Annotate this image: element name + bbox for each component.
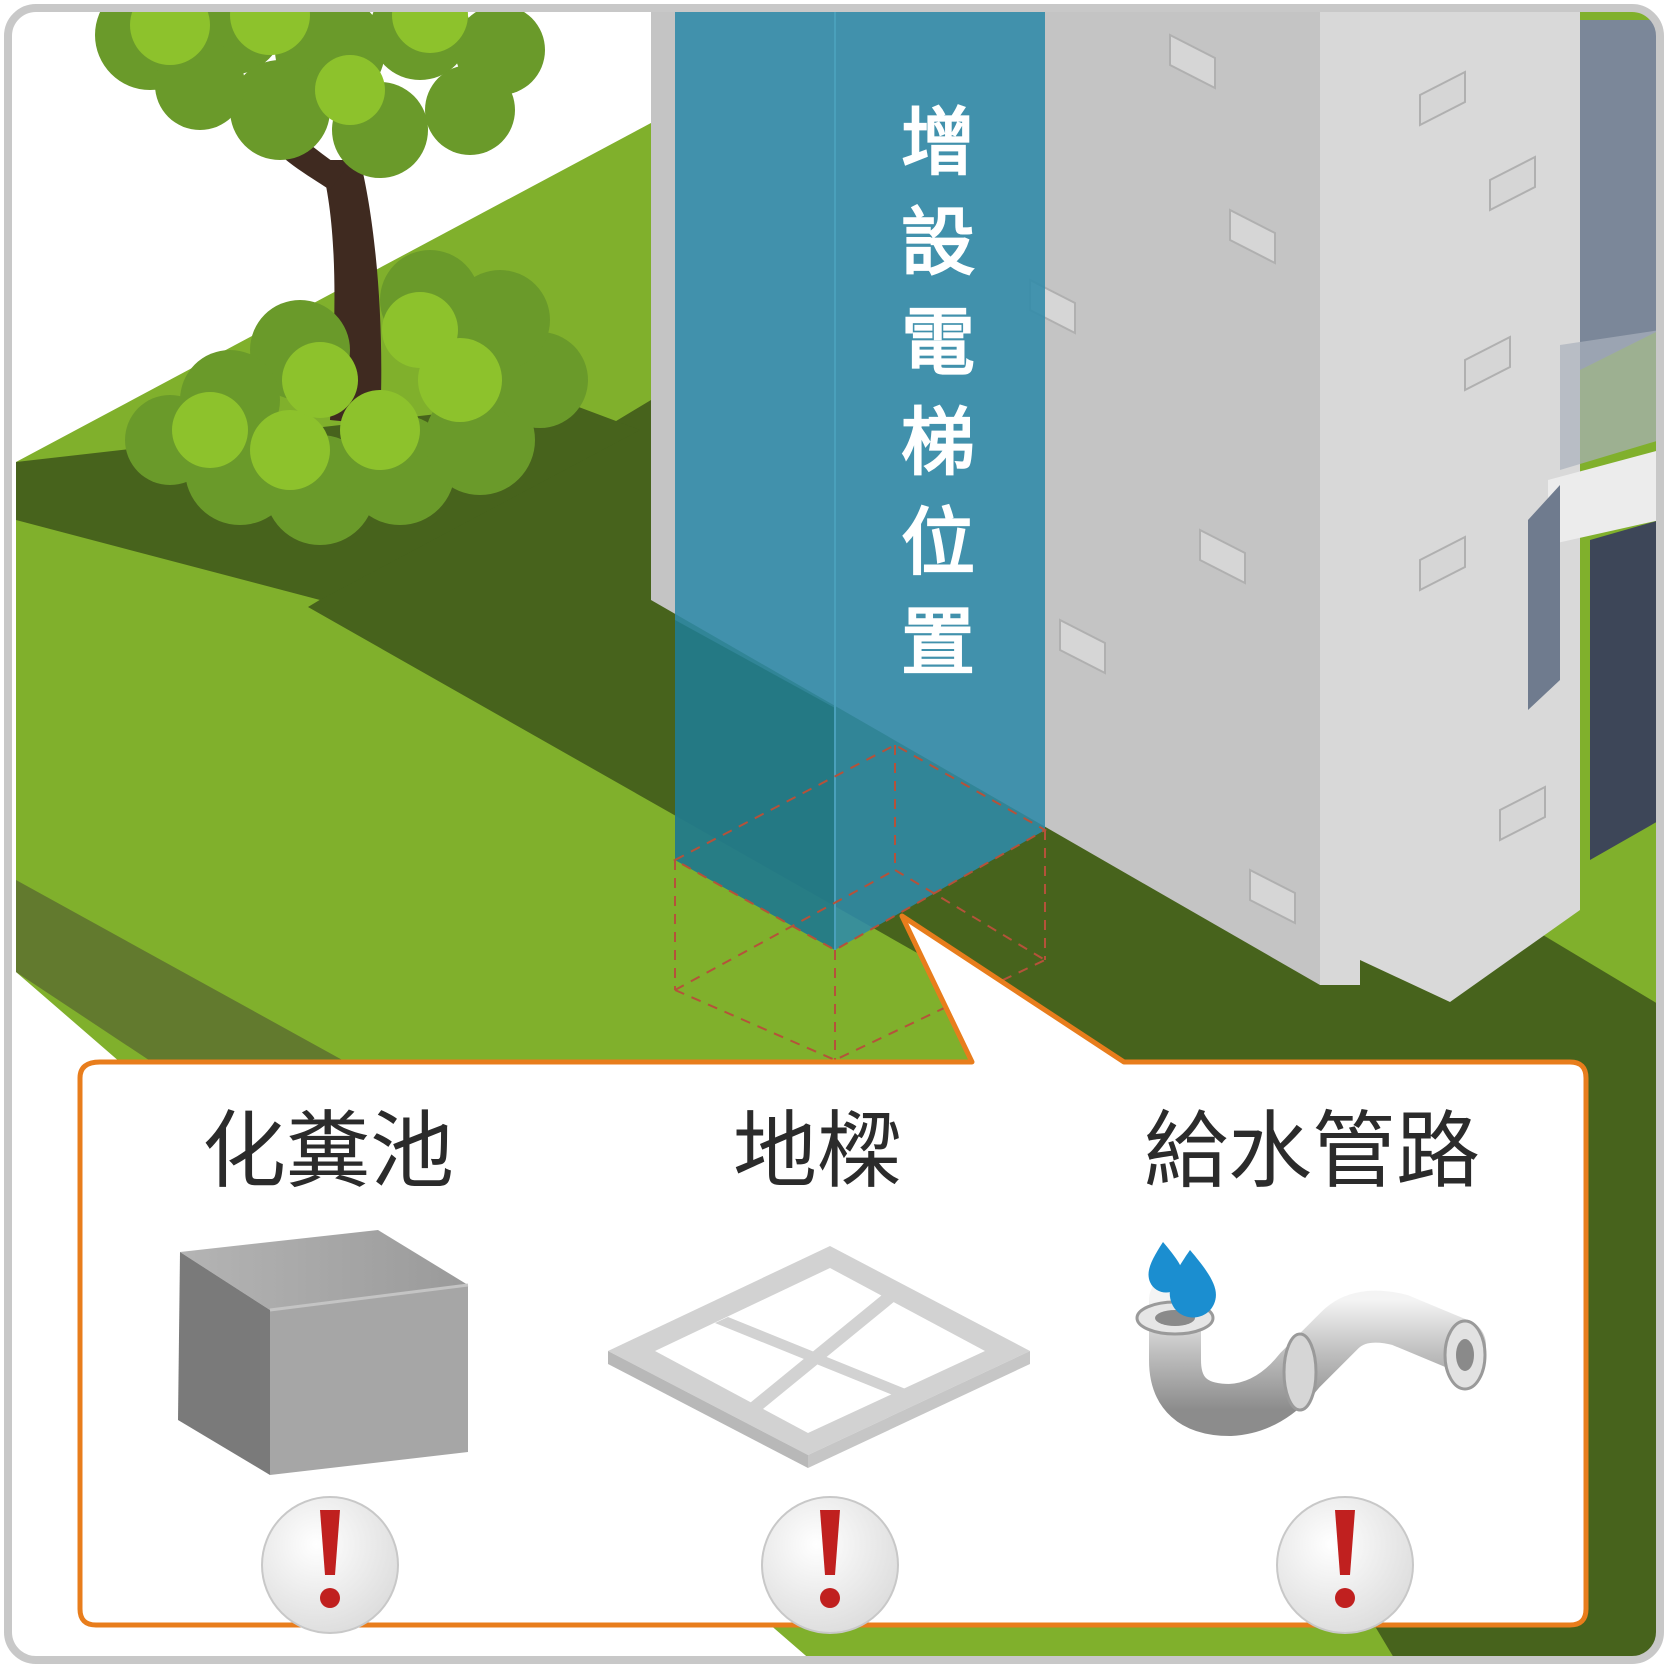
elevator-label-char: 位 — [901, 500, 975, 586]
elevator-label-char: 電 — [901, 300, 975, 386]
balcony-slab — [1548, 450, 1660, 545]
elevator-label-char: 增 — [901, 100, 975, 186]
elevator-label-char: 置 — [901, 600, 975, 686]
exclamation-warning-icon — [261, 1496, 399, 1634]
bush — [125, 250, 588, 545]
elevator-label-char: 設 — [901, 200, 975, 286]
wall-brick-details — [1029, 33, 1546, 925]
exclamation-warning-icon — [761, 1496, 899, 1634]
building-column — [1320, 8, 1360, 985]
callout-box: 化糞池 地樑 給水管路 — [77, 913, 1589, 1634]
water-drop-icon — [1169, 1250, 1216, 1318]
exclamation-warning-icon — [1276, 1496, 1414, 1634]
window-lower — [1590, 520, 1660, 860]
callout-label: 化糞池 — [202, 1102, 454, 1200]
balcony-glass — [1560, 330, 1660, 470]
elevator-zone-lower — [675, 620, 835, 950]
callout-label: 給水管路 — [1144, 1102, 1480, 1200]
septic-tank-icon — [178, 1230, 469, 1475]
elevator-location-label: 增 設 電 梯 位 置 — [901, 100, 975, 686]
ground-beam-grid-icon — [608, 1246, 1030, 1468]
water-pipe-icon — [1135, 1242, 1487, 1437]
elevator-label-char: 梯 — [901, 400, 975, 486]
callout-label: 地樑 — [733, 1102, 901, 1200]
frame-border — [4, 4, 1664, 1664]
building-side-block — [1360, 8, 1580, 1002]
tree-canopy — [95, 8, 545, 178]
window-upper — [1580, 20, 1660, 370]
awning — [1528, 485, 1560, 710]
